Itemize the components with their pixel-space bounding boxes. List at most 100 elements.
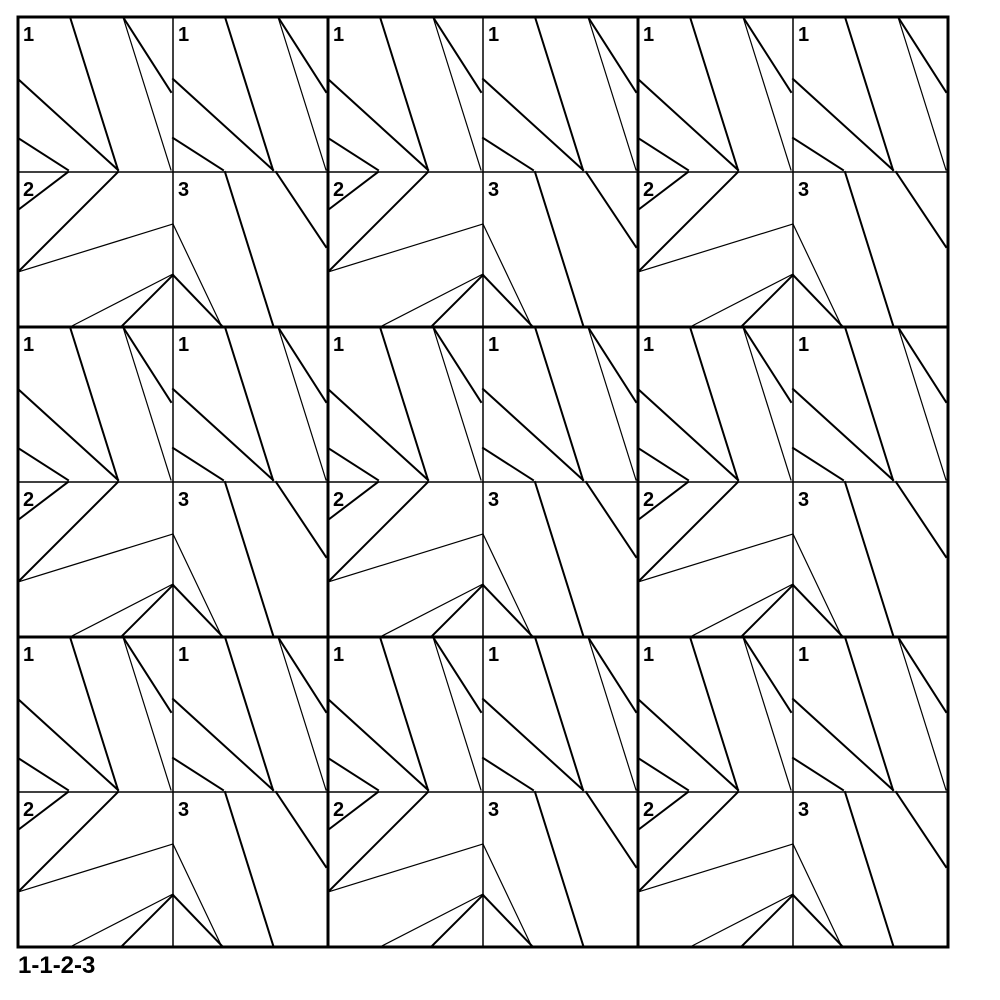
tile-label-1: 1	[178, 334, 189, 356]
tile-line	[326, 77, 430, 172]
tile-line	[277, 16, 327, 171]
tile-line	[843, 480, 895, 637]
tile-line	[274, 480, 328, 559]
tile-line	[791, 136, 845, 172]
tile-label-2: 2	[23, 179, 34, 201]
tile-line	[171, 583, 225, 639]
tile-line	[171, 697, 275, 792]
tile-line	[791, 273, 845, 329]
tile-line	[584, 790, 638, 869]
tile-line	[378, 325, 430, 482]
tile-line	[791, 893, 845, 949]
tile-line	[326, 697, 430, 792]
tile-line	[636, 756, 690, 792]
tile-line	[326, 170, 430, 274]
tile-line	[791, 387, 895, 482]
tile-line	[636, 480, 740, 584]
tile-line	[482, 533, 532, 636]
tile-line	[69, 893, 174, 948]
tile-line	[121, 635, 173, 714]
tile-line	[586, 325, 638, 404]
tile-line	[791, 697, 895, 792]
tile-line	[171, 273, 225, 329]
tile-line	[16, 387, 120, 482]
tile-line	[791, 77, 895, 172]
tile-label-1: 1	[23, 334, 34, 356]
tile-line	[17, 223, 174, 273]
tile-line	[17, 843, 174, 893]
tile-line	[379, 893, 484, 948]
tile-line	[378, 15, 430, 172]
tile-line	[429, 273, 485, 329]
tile-line	[16, 480, 120, 584]
tile-line	[274, 790, 328, 869]
tile-line	[223, 170, 275, 327]
tile-label-1: 1	[798, 334, 809, 356]
tile-line	[742, 326, 792, 481]
tile-label-1: 1	[178, 24, 189, 46]
tile-label-1: 1	[643, 644, 654, 666]
tile-line	[896, 325, 948, 404]
tile-line	[896, 15, 948, 94]
tile-line	[16, 446, 70, 482]
tile-line	[636, 77, 740, 172]
tile-line	[326, 480, 380, 522]
tile-line	[481, 446, 535, 482]
tile-line	[897, 16, 947, 171]
tile-line	[792, 223, 842, 326]
tile-line	[326, 790, 430, 894]
tile-line	[121, 325, 173, 404]
tile-label-1: 1	[798, 644, 809, 666]
tile-line	[689, 273, 794, 328]
tile-line	[379, 583, 484, 638]
tile-line	[276, 635, 328, 714]
tile-label-3: 3	[178, 799, 189, 821]
tile-line	[791, 756, 845, 792]
tile-line	[481, 387, 585, 482]
tile-line	[326, 387, 430, 482]
tile-label-1: 1	[798, 24, 809, 46]
tile-line	[326, 756, 380, 792]
tile-label-1: 1	[333, 334, 344, 356]
tile-line	[171, 893, 225, 949]
tile-line	[742, 16, 792, 171]
tile-line	[741, 15, 793, 94]
tile-line	[326, 170, 380, 212]
tile-line	[688, 15, 740, 172]
tile-line	[16, 756, 70, 792]
tile-line	[16, 480, 70, 522]
tile-label-1: 1	[488, 334, 499, 356]
tile-line	[326, 136, 380, 172]
tile-line	[429, 893, 485, 949]
tile-line	[688, 635, 740, 792]
tile-line	[896, 635, 948, 714]
tile-line	[636, 136, 690, 172]
tile-line	[16, 170, 120, 274]
tile-line	[843, 635, 895, 792]
tile-line	[431, 325, 483, 404]
tile-line	[636, 480, 690, 522]
tile-line	[843, 15, 895, 172]
tile-line	[68, 325, 120, 482]
tile-line	[587, 636, 637, 791]
tile-label-1: 1	[178, 644, 189, 666]
tile-line	[429, 583, 485, 639]
tile-line	[843, 325, 895, 482]
tile-line	[171, 77, 275, 172]
tile-line	[894, 480, 948, 559]
tile-line	[432, 16, 482, 171]
tile-line	[431, 15, 483, 94]
tile-line	[171, 756, 225, 792]
tile-line	[276, 15, 328, 94]
tile-line	[432, 326, 482, 481]
tile-line	[481, 77, 585, 172]
tile-line	[17, 533, 174, 583]
tile-line	[223, 480, 275, 637]
tile-line	[121, 15, 173, 94]
tile-line	[792, 533, 842, 636]
tile-line	[68, 635, 120, 792]
tile-line	[791, 583, 845, 639]
tile-line	[122, 16, 172, 171]
tile-line	[533, 170, 585, 327]
